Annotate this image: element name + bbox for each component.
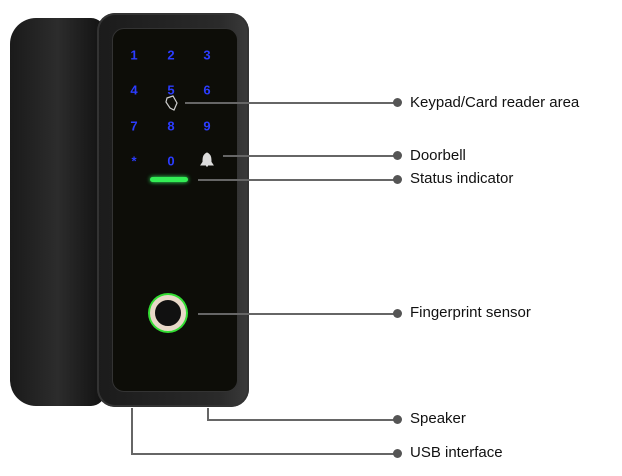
doorbell-leader-dot	[393, 151, 402, 160]
status-label: Status indicator	[410, 170, 514, 187]
touch-panel: 1 2 3 4 5 6 7 8 9 * 0	[112, 28, 238, 392]
status-leader-line	[198, 179, 397, 181]
lock-body-side	[10, 18, 105, 406]
key-star: *	[131, 153, 137, 169]
key-4: 4	[130, 82, 138, 98]
doorbell-leader-line	[223, 155, 397, 157]
speaker-leader-line	[207, 419, 397, 421]
speaker-leader-vertical	[207, 408, 209, 421]
usb-leader-vertical	[131, 408, 133, 455]
key-2: 2	[167, 47, 175, 63]
card-icon	[165, 95, 178, 111]
status-indicator-led	[150, 177, 188, 182]
key-7: 7	[130, 118, 138, 134]
status-leader-dot	[393, 175, 402, 184]
usb-leader-line	[131, 453, 397, 455]
fingerprint-sensor	[150, 295, 186, 331]
keypad-leader-dot	[393, 98, 402, 107]
key-8: 8	[167, 118, 175, 134]
key-3: 3	[203, 47, 211, 63]
fingerprint-label: Fingerprint sensor	[410, 304, 531, 321]
key-0: 0	[167, 153, 175, 169]
keypad-label: Keypad/Card reader area	[410, 94, 580, 111]
usb-leader-dot	[393, 449, 402, 458]
speaker-label: Speaker	[410, 410, 466, 427]
key-5: 5	[167, 82, 175, 98]
fingerprint-leader-line	[198, 313, 397, 315]
fingerprint-leader-dot	[393, 309, 402, 318]
key-9: 9	[203, 118, 211, 134]
key-6: 6	[203, 82, 211, 98]
keypad-leader-line	[185, 102, 397, 104]
bell-icon	[200, 152, 214, 167]
usb-label: USB interface	[410, 444, 503, 461]
speaker-leader-dot	[393, 415, 402, 424]
key-1: 1	[130, 47, 138, 63]
doorbell-label: Doorbell	[410, 147, 466, 164]
